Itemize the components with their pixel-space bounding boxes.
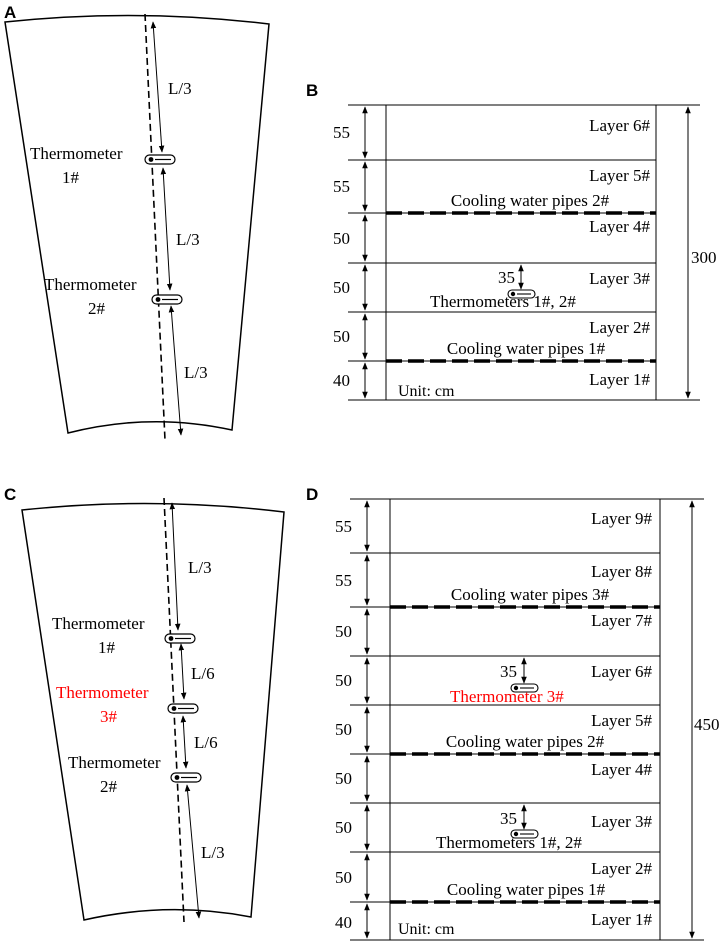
thermometer-icon [144,154,176,165]
thermometer-label: Thermometers 1#, 2# [430,292,576,311]
segment-label: L/3 [168,79,192,98]
cooling-pipe-label: Cooling water pipes 2# [446,732,605,751]
segment-label: L/3 [201,843,225,862]
unit-label: Unit: cm [398,383,455,400]
thermometer-label: Thermometer [68,753,161,772]
block-outline [4,14,270,434]
cooling-pipe-label: Cooling water pipes 1# [447,339,606,358]
dimension-value: 50 [333,278,350,297]
dimension-value: 55 [335,571,352,590]
layer-label: Layer 5# [591,711,652,730]
thermometer-label: Thermometer [30,144,123,163]
thermometer-depth: 35 [500,809,517,828]
thermometer-icon [510,683,539,693]
thermometer-id: 1# [62,168,80,187]
segment-label: L/3 [176,230,200,249]
thermometer-icon [510,829,539,839]
dimension-ticks [350,498,390,941]
layer-label: Layer 6# [589,116,650,135]
segment-label: L/3 [188,558,212,577]
layer-label: Layer 8# [591,562,652,581]
layer-label: Layer 5# [589,166,650,185]
dimension-arrow [168,305,184,436]
panel-a-block: L/3 L/3 L/3 Thermometer 1# Thermometer 2… [4,13,270,441]
dimension-value: 55 [333,177,350,196]
layer-label: Layer 6# [591,662,652,681]
thermometer-depth: 35 [498,268,515,287]
thermometer-label-highlight: Thermometer 3# [450,687,564,706]
panel-b-layers: 55 55 50 50 50 40 300 Layer 6# Layer 5# … [333,104,717,401]
layer-label: Layer 4# [591,760,652,779]
thermometer-icon [164,633,196,644]
dimension-value: 50 [335,671,352,690]
dimension-value: 40 [335,913,352,932]
dimension-arrow [180,715,189,769]
layer-label: Layer 2# [591,859,652,878]
thermometer-icon [170,772,202,783]
layer-label: Layer 3# [589,269,650,288]
dimension-value: 50 [335,818,352,837]
thermometer-id: 2# [88,299,106,318]
thermometer-id-highlight: 3# [100,707,118,726]
dimension-arrow [169,502,181,631]
layer-label: Layer 7# [591,611,652,630]
layer-label: Layer 1# [589,370,650,389]
panel-b-letter: B [306,81,318,100]
layer-stack-outline [389,498,661,941]
thermometer-label: Thermometers 1#, 2# [436,833,582,852]
total-height: 300 [691,248,717,267]
total-height: 450 [694,715,720,734]
dimension-value: 40 [333,371,350,390]
thermometer-icon [507,289,536,299]
layer-stack-outline [385,104,657,401]
layer-label: Layer 9# [591,509,652,528]
layer-label: Layer 3# [591,812,652,831]
thermometer-id: 2# [100,777,118,796]
layer-label: Layer 2# [589,318,650,337]
thermometer-icon [151,294,183,305]
cooling-pipe-label: Cooling water pipes 2# [451,191,610,210]
segment-label: L/6 [191,664,215,683]
segment-label: L/6 [194,733,218,752]
dimension-ticks [348,104,386,401]
dimension-arrow [178,643,187,700]
dimension-value: 50 [333,229,350,248]
dimension-value: 55 [333,123,350,142]
panel-c-letter: C [4,485,16,504]
panel-c-block: L/3 L/6 L/6 L/3 Thermometer 1# Thermomet… [21,497,285,923]
dimension-value: 50 [335,622,352,641]
panel-a-letter: A [4,3,16,22]
thermometer-label: Thermometer [44,275,137,294]
thermometer-icon [167,703,199,714]
dimension-arrow [160,167,173,291]
dimension-value: 55 [335,517,352,536]
thermometer-label: Thermometer [52,614,145,633]
thermometer-id: 1# [98,638,116,657]
layer-label: Layer 1# [591,910,652,929]
thermometer-label-highlight: Thermometer [56,683,149,702]
thermometer-depth: 35 [500,662,517,681]
dimension-arrow [150,21,165,153]
layer-label: Layer 4# [589,217,650,236]
dimension-value: 50 [335,720,352,739]
unit-label: Unit: cm [398,921,455,938]
dimension-value: 50 [335,769,352,788]
dimension-value: 50 [335,868,352,887]
panel-d-letter: D [306,485,318,504]
panel-d-layers: 55 55 50 50 50 50 50 50 40 450 Layer 9# … [335,498,720,941]
segment-label: L/3 [184,363,208,382]
dimension-value: 50 [333,327,350,346]
cooling-pipe-label: Cooling water pipes 3# [451,585,610,604]
dimension-arrow [184,784,202,919]
centerline [144,13,166,441]
block-outline [21,502,285,921]
cooling-pipe-label: Cooling water pipes 1# [447,880,606,899]
